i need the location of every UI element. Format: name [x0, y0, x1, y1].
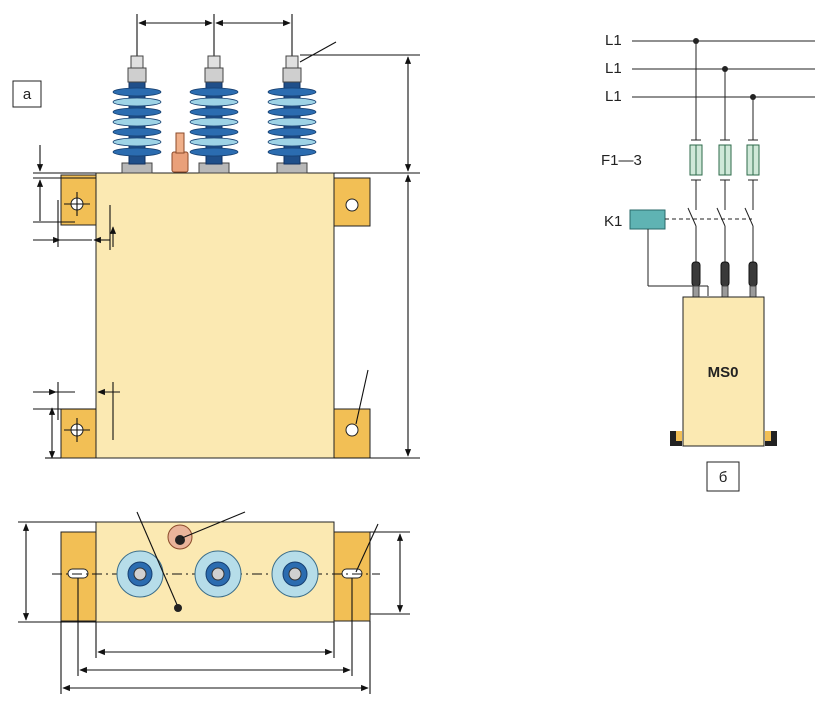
- phase-label-1: L1: [605, 32, 622, 49]
- top-view-dimensions: [18, 521, 410, 694]
- load-label: MS0: [708, 364, 739, 381]
- phase-lines: L1 L1 L1: [605, 32, 815, 140]
- phase-label-3: L1: [605, 88, 622, 105]
- load-capacitor: MS0: [670, 296, 777, 447]
- height-dimensions: [300, 54, 420, 459]
- bushing-1: [112, 55, 162, 174]
- fuse-label: F1—3: [601, 152, 642, 169]
- top-bushing-3: [271, 550, 319, 598]
- bushing-2: [189, 55, 239, 174]
- label-box-a: а: [12, 80, 42, 108]
- contactor: K1: [604, 207, 758, 298]
- top-bushing-2: [194, 550, 242, 598]
- mounting-tab-top-right: [333, 177, 371, 227]
- circuit-diagram: L1 L1 L1 F1—3 K1: [601, 32, 815, 492]
- left-dimension-marks: [33, 145, 120, 459]
- bushing-spacing-dimension: [136, 14, 337, 63]
- phase-label-2: L1: [605, 60, 622, 77]
- front-view: а: [12, 14, 420, 459]
- fuse-2: [718, 139, 732, 210]
- ground-terminal: [171, 132, 189, 173]
- contact-2: [716, 207, 730, 298]
- fuses: F1—3: [601, 139, 760, 210]
- capacitor-body: [95, 172, 335, 459]
- top-bushing-1: [116, 550, 164, 598]
- mounting-tab-bottom-right: [333, 369, 371, 459]
- load-body: [682, 296, 765, 447]
- top-ground-terminal: [167, 511, 246, 550]
- fuse-3: [746, 139, 760, 210]
- fuse-1: [689, 139, 703, 210]
- label-b: б: [719, 469, 728, 486]
- label-a: а: [23, 86, 32, 103]
- mounting-tab-bottom-left: [60, 408, 97, 459]
- top-view: [18, 511, 410, 694]
- contact-3: [744, 207, 758, 298]
- contact-1: [687, 207, 701, 298]
- contactor-label: K1: [604, 213, 622, 230]
- mounting-tab-top-left: [60, 174, 97, 226]
- contactor-coil: [629, 209, 666, 230]
- label-box-b: б: [706, 461, 740, 492]
- bushing-3: [267, 55, 317, 174]
